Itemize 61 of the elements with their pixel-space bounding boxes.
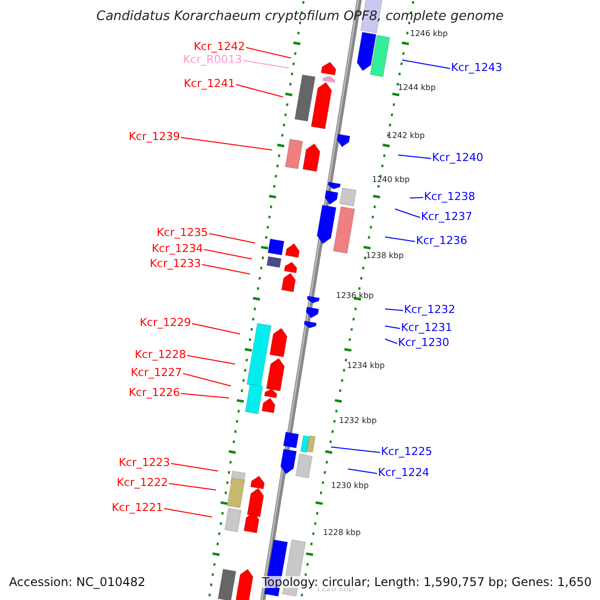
leader-line	[348, 468, 378, 474]
gene-label: Kcr_1234	[152, 243, 203, 254]
leader-line	[246, 47, 292, 58]
leader-line	[384, 338, 398, 344]
leader-line	[398, 154, 432, 159]
leader-line	[204, 249, 252, 260]
gene-label: Kcr_1239	[128, 131, 180, 142]
gene-label: Kcr_1226	[128, 387, 180, 398]
leader-line	[384, 236, 416, 242]
leader-line	[384, 308, 404, 311]
leader-line	[180, 137, 272, 150]
leader-line	[402, 60, 450, 69]
scale-label: 1246 kbp	[410, 30, 448, 38]
gene-label: Kcr_1227	[130, 367, 182, 378]
leader-line	[384, 326, 400, 329]
scale-label: 1236 kbp	[336, 292, 374, 300]
scale-label: 1244 kbp	[398, 84, 436, 92]
gene-label: Kcr_1223	[118, 457, 170, 468]
gene-label: Kcr_1237	[421, 211, 472, 222]
gene-label: Kcr_1233	[150, 258, 201, 269]
gene-label: Kcr_1236	[416, 235, 468, 246]
scale-label: 1232 kbp	[339, 417, 377, 425]
gene-label: Kcr_1228	[134, 349, 186, 360]
scale-label: 1228 kbp	[323, 529, 361, 537]
gene-label: Kcr_1242	[194, 41, 245, 52]
scale-label: 1240 kbp	[372, 176, 410, 184]
scale-label: 1242 kbp	[387, 132, 425, 140]
gene-label: Kcr_1224	[378, 467, 430, 478]
gene-label: Kcr_1232	[404, 304, 456, 315]
gene-label: Kcr_R0013	[183, 54, 242, 65]
leader-line	[394, 208, 420, 218]
leader-line	[180, 393, 230, 398]
gene-label: Kcr_1241	[184, 78, 235, 89]
gene-label: Kcr_1221	[112, 502, 163, 513]
leader-line	[186, 355, 236, 364]
leader-line	[242, 60, 290, 68]
gene-label: Kcr_1235	[156, 227, 208, 238]
gene-label: Kcr_1240	[432, 152, 484, 163]
scale-label: 1226 kbp	[316, 585, 354, 593]
leader-line	[208, 233, 256, 244]
leader-line	[192, 323, 240, 334]
gene-label: Kcr_1230	[398, 337, 450, 348]
leader-line	[202, 264, 250, 274]
leader-line	[182, 373, 232, 386]
leader-line	[236, 84, 284, 98]
leader-line	[164, 508, 212, 518]
title: Candidatus Korarchaeum cryptofilum OPF8, complete genome	[95, 10, 505, 23]
scale-label: 1230 kbp	[331, 482, 369, 490]
scale-label: 1234 kbp	[347, 362, 385, 370]
gene-label: Kcr_1238	[424, 191, 476, 202]
gene-label: Kcr_1229	[140, 317, 191, 328]
gene-label: Kcr_1222	[116, 477, 168, 488]
accession-text: Accession: NC_010482	[9, 576, 146, 588]
leader-line	[170, 463, 218, 472]
gene-label: Kcr_1225	[381, 446, 432, 457]
scale-label: 1238 kbp	[366, 252, 404, 260]
gene-label: Kcr_1243	[451, 62, 502, 73]
leader-line	[330, 446, 380, 453]
gene-label: Kcr_1231	[401, 322, 452, 333]
leader-line	[168, 483, 216, 490]
leader-line	[410, 197, 424, 198]
